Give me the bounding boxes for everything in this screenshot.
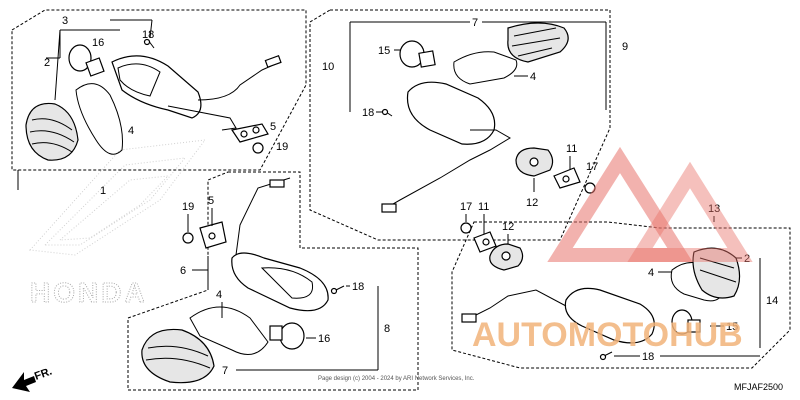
callout-18d: 18 [642, 351, 654, 363]
callout-19: 19 [276, 141, 288, 153]
group-right-front-turn-signal: 19 5 6 4 18 8 16 7 [127, 171, 419, 391]
callout-15: 15 [378, 45, 390, 57]
callout-10: 10 [322, 61, 334, 73]
gasket-part [75, 83, 123, 155]
callout-11b: 11 [478, 201, 489, 213]
callout-7: 7 [472, 17, 478, 29]
bulb-part [399, 40, 436, 68]
callout-4c: 4 [530, 71, 536, 83]
group-right-rear-turn-signal: 17 11 12 13 2 14 4 15 18 [451, 201, 791, 369]
honda-wordmark: HONDA [30, 277, 148, 308]
callout-13: 13 [708, 203, 720, 215]
callout-18b: 18 [352, 281, 364, 293]
callout-4b: 4 [216, 289, 222, 301]
callout-18c: 18 [362, 107, 374, 119]
bracket-part [231, 123, 269, 143]
direction-label: FR. [33, 365, 54, 382]
nut-part [182, 232, 194, 244]
dealer-watermark-text: AUTOMOTOHUB [472, 316, 743, 354]
bulb-part [269, 322, 305, 350]
callout-16b: 16 [318, 333, 330, 345]
housing-part [381, 81, 511, 213]
callout-12b: 12 [502, 221, 514, 233]
lens-part [692, 247, 741, 299]
lens-part [507, 22, 569, 63]
group-boundary [309, 9, 611, 241]
nut-part [460, 222, 472, 234]
plate-part [553, 167, 581, 189]
callout-2b: 2 [744, 253, 750, 265]
diagram-code: MFJAF2500 [734, 382, 783, 392]
front-direction-arrow: FR. [12, 365, 54, 392]
callout-19b: 19 [182, 201, 194, 213]
callout-17b: 17 [460, 201, 472, 213]
callout-9: 9 [622, 41, 628, 53]
callout-3: 3 [62, 15, 68, 27]
housing-part [231, 177, 329, 312]
callout-5b: 5 [208, 195, 214, 207]
lens-part [25, 102, 79, 161]
gasket-part [189, 306, 269, 355]
grommet-part [515, 147, 554, 177]
housing-part [111, 55, 282, 131]
group-left-front-turn-signal: 1 3 2 4 16 18 5 19 [11, 9, 307, 197]
callout-5: 5 [270, 121, 276, 133]
callout-8: 8 [384, 323, 390, 335]
honda-wing-logo [28, 139, 207, 256]
grommet-part [489, 243, 524, 271]
callout-17: 17 [586, 161, 598, 173]
group-boundary [451, 221, 791, 369]
gasket-part [670, 262, 725, 302]
nut-part [252, 142, 264, 154]
footer-copyright: Page design (c) 2004 - 2024 by ARI Netwo… [318, 376, 475, 382]
group-boundary [127, 171, 419, 391]
callout-11: 11 [566, 143, 577, 155]
screw-part [143, 38, 155, 49]
callout-4d: 4 [648, 267, 654, 279]
dealer-watermark: AUTOMOTOHUB [472, 146, 753, 354]
callout-15b: 15 [726, 321, 738, 333]
callout-6: 6 [180, 265, 186, 277]
callout-4: 4 [128, 125, 134, 137]
screw-part [330, 285, 345, 295]
callout-2: 2 [44, 57, 50, 69]
screw-part [599, 351, 613, 361]
plate-part [473, 231, 497, 253]
gasket-part [453, 51, 518, 85]
bulb-part [68, 44, 105, 77]
bracket-part [199, 221, 227, 249]
callout-16: 16 [92, 37, 104, 49]
callout-18: 18 [142, 29, 154, 41]
callout-12: 12 [526, 197, 538, 209]
housing-part [461, 287, 655, 344]
lens-part [141, 328, 215, 384]
group-left-rear-turn-signal: 7 9 10 15 4 18 11 17 12 [309, 9, 628, 241]
callout-7b: 7 [222, 365, 228, 377]
bulb-part [671, 309, 701, 335]
callout-1: 1 [100, 185, 106, 197]
screw-part [381, 108, 393, 117]
callout-14: 14 [766, 295, 778, 307]
